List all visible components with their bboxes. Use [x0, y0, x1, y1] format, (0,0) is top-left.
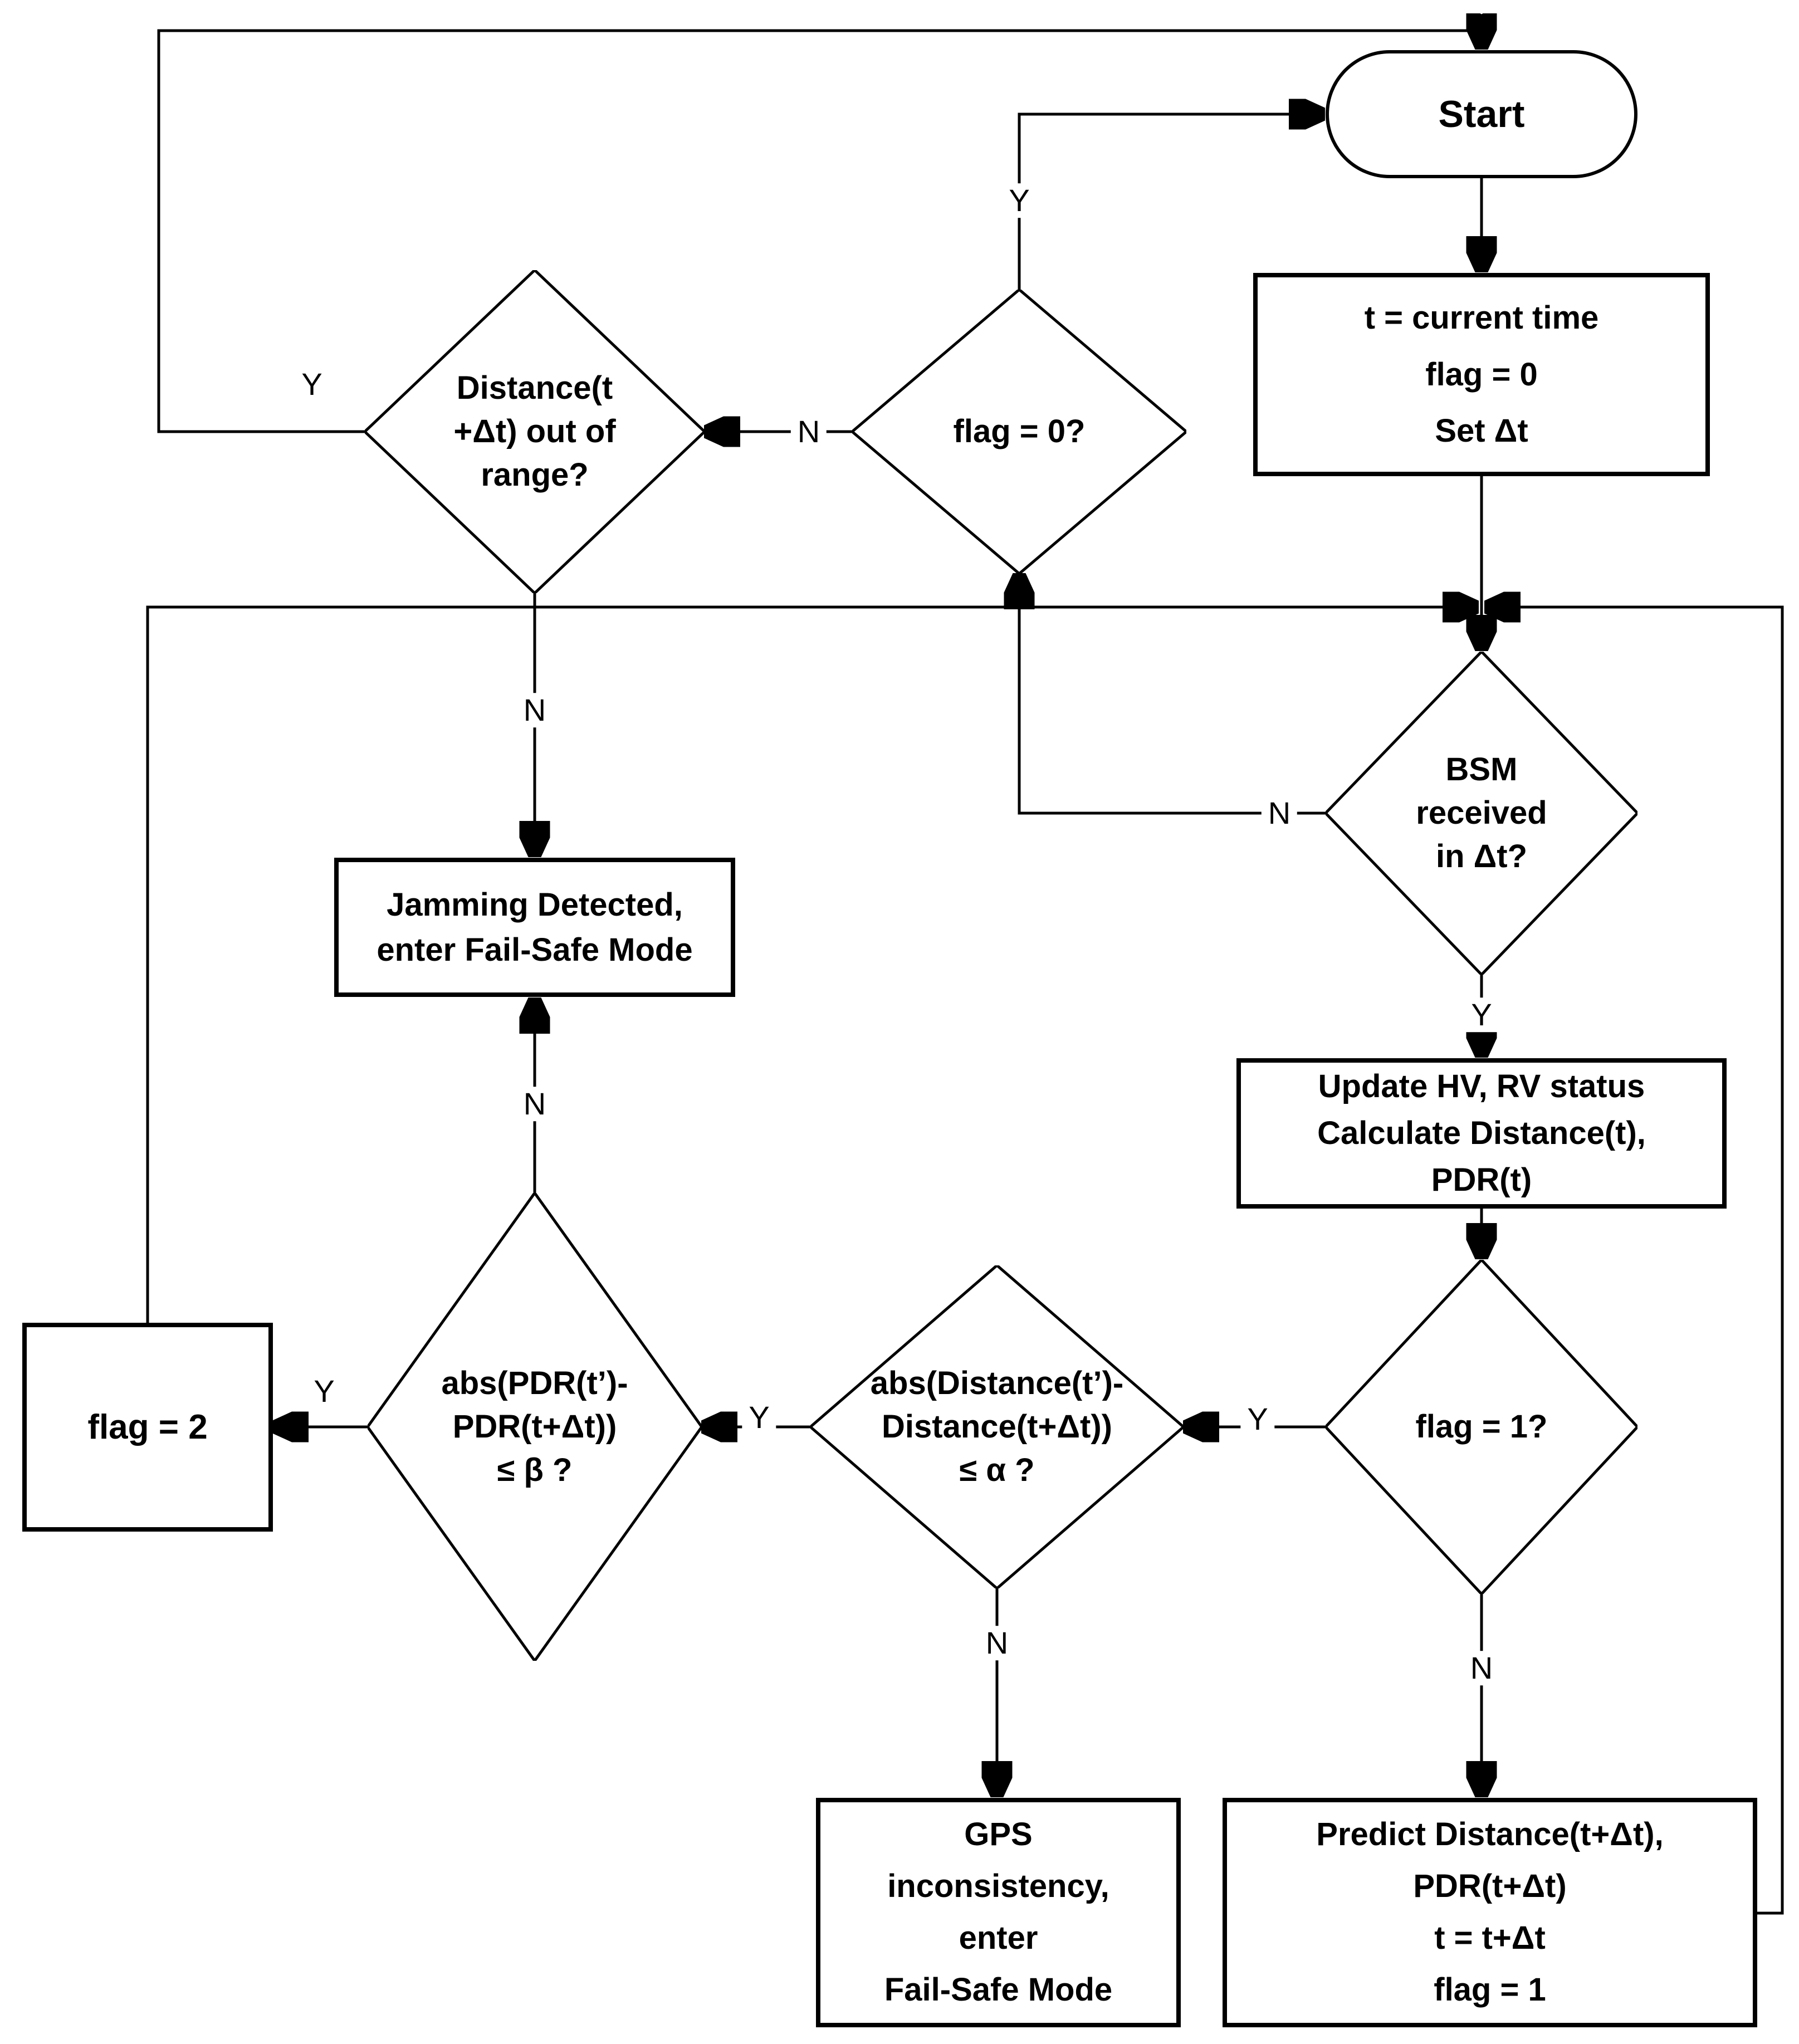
label-flag0-yes: Y	[1002, 183, 1037, 218]
node-distance-range-decision: Distance(t +Δt) out of range?	[365, 270, 705, 593]
predict-text-line2: PDR(t+Δt)	[1413, 1868, 1567, 1905]
label-abspdr-no: N	[516, 1087, 553, 1121]
predict-text-line4: flag = 1	[1434, 1971, 1546, 2008]
gps-text-line4: Fail-Safe Mode	[884, 1971, 1113, 2008]
jamming-text-line2: enter Fail-Safe Mode	[377, 932, 693, 968]
gps-text-line1: GPS	[964, 1816, 1033, 1853]
predict-text-line3: t = t+Δt	[1434, 1920, 1546, 1956]
node-abs-pdr-decision: abs(PDR(t’)- PDR(t+Δt)) ≤ β ?	[368, 1193, 702, 1661]
node-flag1-decision: flag = 1?	[1326, 1260, 1637, 1594]
edge-predict-to-junction	[1487, 607, 1784, 1915]
node-gps-inconsistency-process: GPS inconsistency, enter Fail-Safe Mode	[816, 1798, 1181, 2027]
bsm-text-line2: received	[1416, 794, 1547, 831]
node-start-terminator: Start	[1326, 50, 1637, 178]
label-absdistance-no: N	[979, 1626, 1015, 1660]
label-distance-no: N	[516, 693, 553, 727]
init-text-line3: Set Δt	[1435, 413, 1528, 449]
node-jamming-detected-process: Jamming Detected, enter Fail-Safe Mode	[334, 858, 735, 997]
diamond-shape	[810, 1265, 1184, 1588]
flag0-text: flag = 0?	[953, 413, 1086, 449]
label-distance-yes: Y	[295, 367, 329, 402]
bsm-text-line1: BSM	[1445, 751, 1518, 788]
abspdr-text-line1: abs(PDR(t’)-	[441, 1365, 628, 1401]
node-abs-distance-decision: abs(Distance(t’)- Distance(t+Δt)) ≤ α ?	[810, 1265, 1184, 1588]
label-flag1-no: N	[1463, 1651, 1500, 1685]
flag1-text: flag = 1?	[1415, 1408, 1548, 1445]
label-abspdr-yes: Y	[307, 1374, 341, 1409]
abspdr-text-line2: PDR(t+Δt))	[452, 1408, 617, 1445]
abspdr-text-line3: ≤ β ?	[497, 1452, 573, 1489]
label-bsm-yes: Y	[1464, 997, 1499, 1032]
label-flag0-no: N	[790, 414, 827, 449]
distance-text-line2: +Δt) out of	[453, 413, 616, 449]
init-text-line2: flag = 0	[1425, 356, 1538, 393]
jamming-text-line1: Jamming Detected,	[387, 886, 683, 923]
absdistance-text-line1: abs(Distance(t’)-	[870, 1365, 1124, 1401]
init-text-line1: t = current time	[1364, 300, 1599, 336]
distance-text-line1: Distance(t	[456, 369, 613, 406]
diamond-shape	[1326, 1260, 1637, 1594]
absdistance-text-line3: ≤ α ?	[959, 1452, 1035, 1489]
predict-text-line1: Predict Distance(t+Δt),	[1316, 1816, 1664, 1853]
update-text-line2: Calculate Distance(t),	[1317, 1114, 1646, 1151]
diamond-shape	[852, 290, 1186, 574]
update-text-line3: PDR(t)	[1431, 1162, 1532, 1199]
node-predict-process: Predict Distance(t+Δt), PDR(t+Δt) t = t+…	[1223, 1798, 1757, 2027]
absdistance-text-line2: Distance(t+Δt))	[882, 1408, 1112, 1445]
node-flag0-decision: flag = 0?	[852, 290, 1186, 574]
distance-text-line3: range?	[481, 457, 589, 493]
gps-text-line2: inconsistency,	[887, 1868, 1109, 1905]
node-init-process: t = current time flag = 0 Set Δt	[1253, 273, 1710, 476]
diamond-shape	[1326, 652, 1637, 975]
edge-flag0-yes-to-start	[1018, 114, 1322, 290]
edge-distance-yes-to-start	[157, 31, 1482, 433]
label-bsm-no: N	[1261, 796, 1298, 830]
label-absdistance-yes: Y	[742, 1400, 776, 1435]
node-update-process: Update HV, RV status Calculate Distance(…	[1236, 1058, 1727, 1209]
node-bsm-received-decision: BSM received in Δt?	[1326, 652, 1637, 975]
update-text-line1: Update HV, RV status	[1318, 1068, 1645, 1104]
diamond-shape	[368, 1193, 702, 1661]
bsm-text-line3: in Δt?	[1435, 838, 1528, 875]
label-flag1-yes: Y	[1240, 1402, 1275, 1436]
flag2-text: flag = 2	[87, 1407, 208, 1446]
node-flag2-process: flag = 2	[22, 1323, 273, 1532]
edge-bsm-no-to-flag0	[1019, 576, 1326, 815]
gps-text-line3: enter	[959, 1920, 1038, 1956]
diamond-shape	[365, 270, 705, 593]
start-text: Start	[1438, 92, 1525, 135]
